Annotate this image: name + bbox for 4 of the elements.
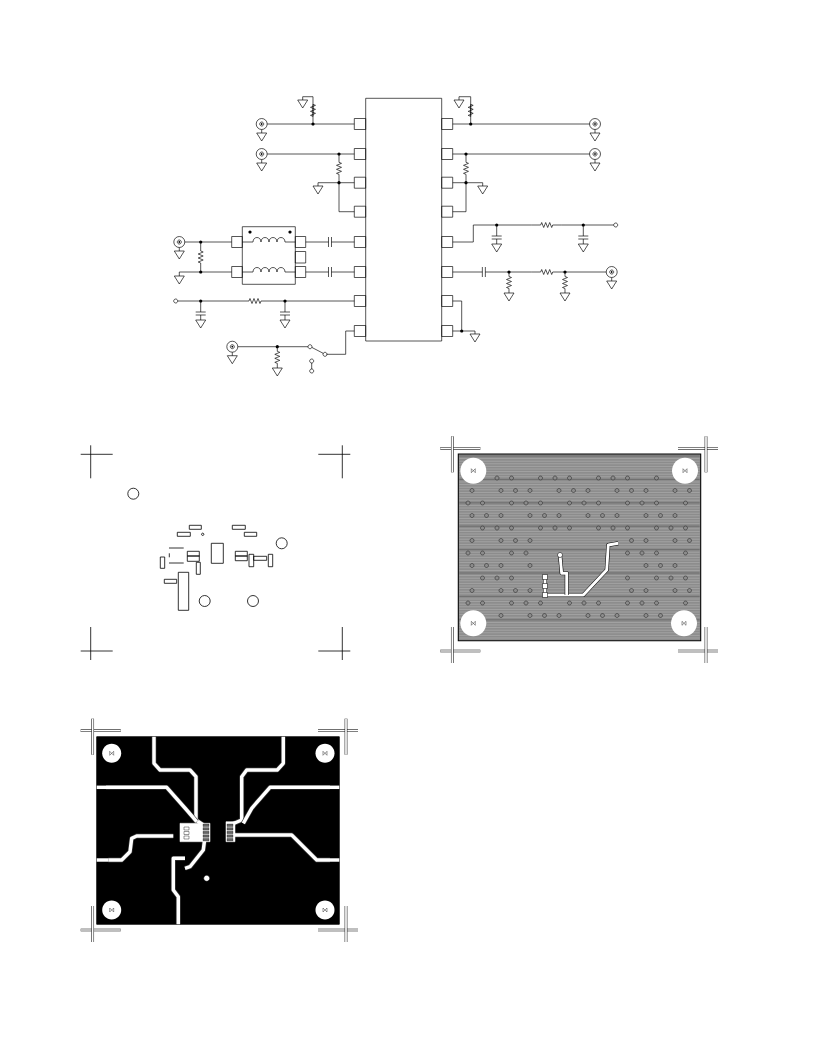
pcb-layer-drawing <box>79 717 359 943</box>
silkscreen-drawing <box>80 444 351 661</box>
schematic-drawing <box>173 96 619 377</box>
pcb-layer-drawing <box>439 435 719 664</box>
